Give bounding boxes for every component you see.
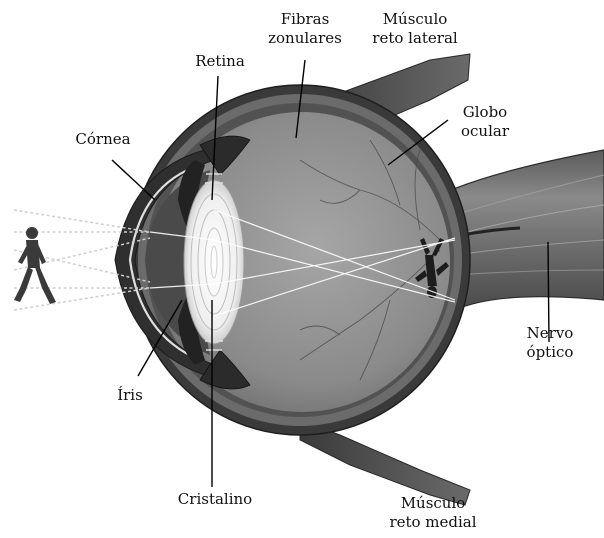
label-musculo-reto-medial-line1: Músculo bbox=[378, 494, 488, 513]
label-cristalino: Cristalino bbox=[160, 490, 270, 509]
label-globo-ocular: Globo ocular bbox=[440, 103, 530, 141]
label-iris: Íris bbox=[100, 386, 160, 405]
label-fibras-zonulares-line2: zonulares bbox=[255, 29, 355, 48]
label-globo-ocular-line2: ocular bbox=[440, 122, 530, 141]
label-retina: Retina bbox=[180, 52, 260, 71]
label-musculo-reto-medial-line2: reto medial bbox=[378, 513, 488, 532]
label-musculo-reto-lateral-line1: Músculo bbox=[360, 10, 470, 29]
label-globo-ocular-line1: Globo bbox=[440, 103, 530, 122]
label-cornea: Córnea bbox=[58, 130, 148, 149]
label-nervo-optico-line1: Nervo bbox=[505, 324, 595, 343]
walking-person-icon bbox=[14, 227, 56, 304]
label-musculo-reto-lateral: Músculo reto lateral bbox=[360, 10, 470, 48]
label-musculo-reto-medial: Músculo reto medial bbox=[378, 494, 488, 532]
label-nervo-optico: Nervo óptico bbox=[505, 324, 595, 362]
label-fibras-zonulares-line1: Fibras bbox=[255, 10, 355, 29]
label-musculo-reto-lateral-line2: reto lateral bbox=[360, 29, 470, 48]
label-fibras-zonulares: Fibras zonulares bbox=[255, 10, 355, 48]
label-nervo-optico-line2: óptico bbox=[505, 343, 595, 362]
